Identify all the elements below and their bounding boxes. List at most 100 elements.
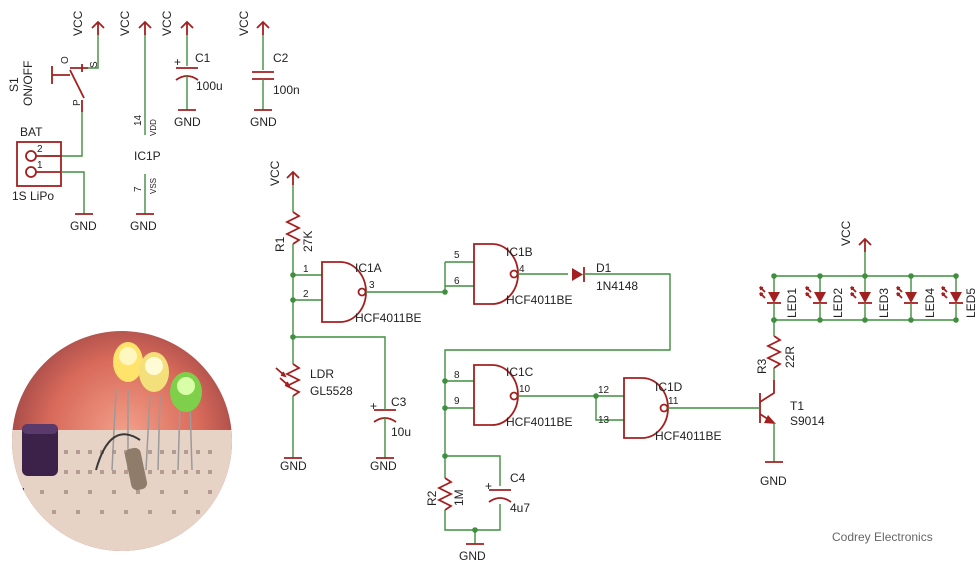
c1-plus: +	[174, 55, 181, 69]
s1-pin-s: S	[89, 61, 100, 68]
c3-plus: +	[370, 399, 377, 413]
ic1c-pin10: 10	[519, 384, 531, 395]
c1-value: 100u	[196, 79, 223, 93]
ic1d-value: HCF4011BE	[655, 429, 721, 443]
resistor-r3: R3 22R	[755, 317, 797, 380]
t1-ref: T1	[790, 399, 804, 413]
ic1a-pin2: 2	[303, 289, 309, 300]
c2-value: 100n	[273, 83, 300, 97]
vcc-label-ic1p: VCC	[118, 10, 132, 36]
c3-ref: C3	[391, 395, 407, 409]
ic1p-vss: VSS	[149, 178, 158, 194]
vcc-label-s1: VCC	[71, 10, 85, 36]
battery-value: 1S LiPo	[12, 189, 54, 203]
credit-text: Codrey Electronics	[832, 530, 933, 544]
led4-symbol	[896, 273, 918, 323]
ldr-ref: LDR	[310, 367, 334, 381]
transistor-t1: GND T1 S9014	[756, 380, 825, 488]
gnd-label-battery: GND	[70, 219, 97, 233]
diode-d1: D1 1N4148	[442, 261, 671, 459]
led-bank: VCC LED1 LED2 LED3 LED4 LED5	[759, 220, 978, 323]
battery-pin1: 1	[37, 160, 43, 171]
ic1a-pin3: 3	[369, 280, 375, 291]
t1-value: S9014	[790, 414, 825, 428]
led4-label: LED4	[923, 288, 937, 318]
s1-pin-o: O	[60, 56, 71, 64]
capacitor-c2: VCC C2 100n GND	[237, 10, 300, 129]
ic1b-pin4: 4	[519, 264, 525, 275]
r2-ref: R2	[425, 490, 439, 506]
ic1p-pin14: 14	[133, 114, 144, 126]
gnd-label-t1: GND	[760, 474, 787, 488]
c4-plus: +	[485, 479, 492, 493]
r3-ref: R3	[755, 358, 769, 374]
gnd-label-r2: GND	[459, 549, 486, 563]
battery-pin2: 2	[37, 144, 43, 155]
ic1b-pin5: 5	[454, 250, 460, 261]
ic1a-ref: IC1A	[355, 261, 382, 275]
ic1p-ref: IC1P	[134, 149, 161, 163]
led5-symbol	[941, 273, 963, 323]
ic1d-pin12: 12	[598, 385, 610, 396]
gnd-label-c2: GND	[250, 115, 277, 129]
ic1d-ref: IC1D	[655, 380, 683, 394]
c3-value: 10u	[391, 425, 411, 439]
led1-symbol	[759, 273, 781, 323]
vcc-label-c1: VCC	[160, 10, 174, 36]
ic1d-pin13: 13	[598, 415, 610, 426]
gnd-label-c1: GND	[174, 115, 201, 129]
r3-value: 22R	[783, 346, 797, 368]
d1-ref: D1	[596, 261, 612, 275]
battery-ref: BAT	[20, 125, 43, 139]
ic1p-pin7: 7	[133, 186, 144, 192]
led3-symbol	[850, 273, 872, 323]
c4-ref: C4	[510, 471, 526, 485]
s1-pin-p: P	[72, 99, 83, 106]
gate-ic1b: 5 6 4 IC1B HCF4011BE	[454, 243, 572, 307]
breadboard-photo	[12, 331, 232, 551]
d1-value: 1N4148	[596, 279, 638, 293]
c1-ref: C1	[195, 51, 211, 65]
gnd-label-c3: GND	[370, 459, 397, 473]
ic1c-pin9: 9	[454, 396, 460, 407]
vcc-label-leds: VCC	[839, 220, 853, 246]
led2-label: LED2	[831, 288, 845, 318]
gate-ic1d: 12 13 11 IC1D HCF4011BE	[598, 377, 756, 443]
ic1b-value: HCF4011BE	[506, 293, 572, 307]
gate-ic1a: 1 2 3 IC1A HCF4011BE	[303, 261, 474, 325]
gnd-label-ic1p: GND	[130, 219, 157, 233]
ic1a-pin1: 1	[303, 264, 309, 275]
r1-ldr-section: VCC R1 27K LDR GL5528 GND + C3 10u GND	[268, 160, 411, 473]
gate-ic1c: 8 9 10 IC1C HCF4011BE	[454, 364, 624, 429]
gnd-label-ldr: GND	[280, 459, 307, 473]
led2-symbol	[805, 273, 827, 323]
ic1c-pin8: 8	[454, 370, 460, 381]
r2-value: 1M	[452, 489, 466, 506]
ic1d-pin11: 11	[668, 396, 679, 407]
c2-ref: C2	[273, 51, 289, 65]
led3-label: LED3	[877, 288, 891, 318]
led5-label: LED5	[964, 288, 978, 318]
r1-ref: R1	[273, 236, 287, 252]
vcc-label-r1: VCC	[268, 160, 282, 186]
ic1a-value: HCF4011BE	[355, 311, 421, 325]
capacitor-c1: VCC + C1 100u GND	[160, 10, 223, 129]
battery-connector	[16, 141, 62, 187]
r1-value: 27K	[301, 231, 315, 252]
s1-value: ON/OFF	[21, 61, 35, 106]
ic1c-ref: IC1C	[506, 365, 534, 379]
power-switch-section: VCC O S P S1 ON/OFF BAT 2 1 1S LiPo GND	[7, 10, 105, 233]
ic1-power-pins: VCC 14 VDD IC1P 7 VSS GND	[118, 10, 161, 233]
c4-value: 4u7	[510, 501, 530, 515]
ic1b-ref: IC1B	[506, 245, 533, 259]
vcc-label-c2: VCC	[237, 10, 251, 36]
led1-label: LED1	[785, 288, 799, 318]
ic1c-value: HCF4011BE	[506, 415, 572, 429]
r2-c4-section: R2 1M GND + C4 4u7	[425, 455, 530, 563]
vcc-arrow-s1	[91, 20, 105, 35]
ic1p-vdd: VDD	[149, 119, 158, 136]
s1-ref: S1	[7, 77, 21, 92]
ic1b-pin6: 6	[454, 276, 460, 287]
